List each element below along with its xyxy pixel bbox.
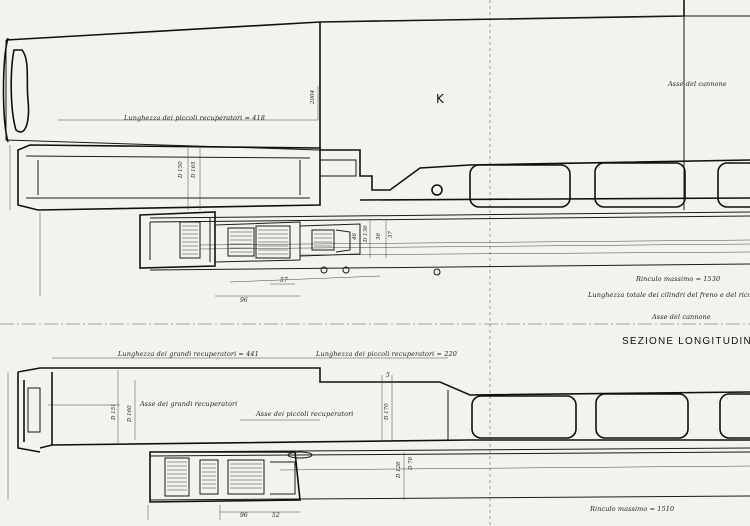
label-rinculo-top: Rinculo massimo = 1530 — [636, 275, 721, 283]
dim-d160: D 160 — [127, 405, 133, 422]
label-lunghezza-grandi: Lunghezza dei grandi recuperatori = 441 — [118, 350, 259, 358]
dim-57: 57 — [280, 277, 288, 284]
label-lunghezza-piccoli-top: Lunghezza dei piccoli recuperatori = 418 — [124, 114, 265, 122]
label-lunghezza-totale: Lunghezza totale dei cilindri del freno … — [588, 291, 750, 299]
dim-52: 52 — [272, 512, 280, 519]
dim-d170: D 170 — [384, 403, 390, 420]
dim-36: 36 — [376, 233, 382, 240]
label-asse-grandi: Asse dei grandi recuperatori — [140, 400, 238, 408]
dim-d165: D 165 — [191, 161, 197, 178]
marker-k: K — [436, 92, 444, 106]
label-rinculo-bottom: Rinculo massimo = 1510 — [590, 505, 675, 513]
dim-96-top: 96 — [240, 297, 248, 304]
section-title: SEZIONE LONGITUDINALE C — [622, 336, 750, 347]
label-asse-cannone: Asse del cannone — [668, 80, 727, 88]
dim-5: 5 — [386, 372, 390, 379]
label-lunghezza-piccoli: Lunghezza dei piccoli recuperatori = 220 — [316, 350, 457, 358]
dim-96-bottom: 96 — [240, 512, 248, 519]
dim-d151: D 151 — [111, 403, 117, 420]
dim-d76: D 76 — [408, 456, 414, 470]
dim-d126: D 126 — [396, 461, 402, 478]
dim-46: 46 — [352, 233, 358, 240]
dim-d150: D 150 — [178, 161, 184, 178]
dim-d136: D 136 — [363, 225, 369, 242]
dim-2004: 2004 — [310, 90, 316, 104]
label-asse-piccoli: Asse dei piccoli recuperatori — [256, 410, 354, 418]
dim-37: 37 — [388, 231, 394, 238]
label-asse-cannone-2: Asse del cannone — [652, 313, 711, 321]
